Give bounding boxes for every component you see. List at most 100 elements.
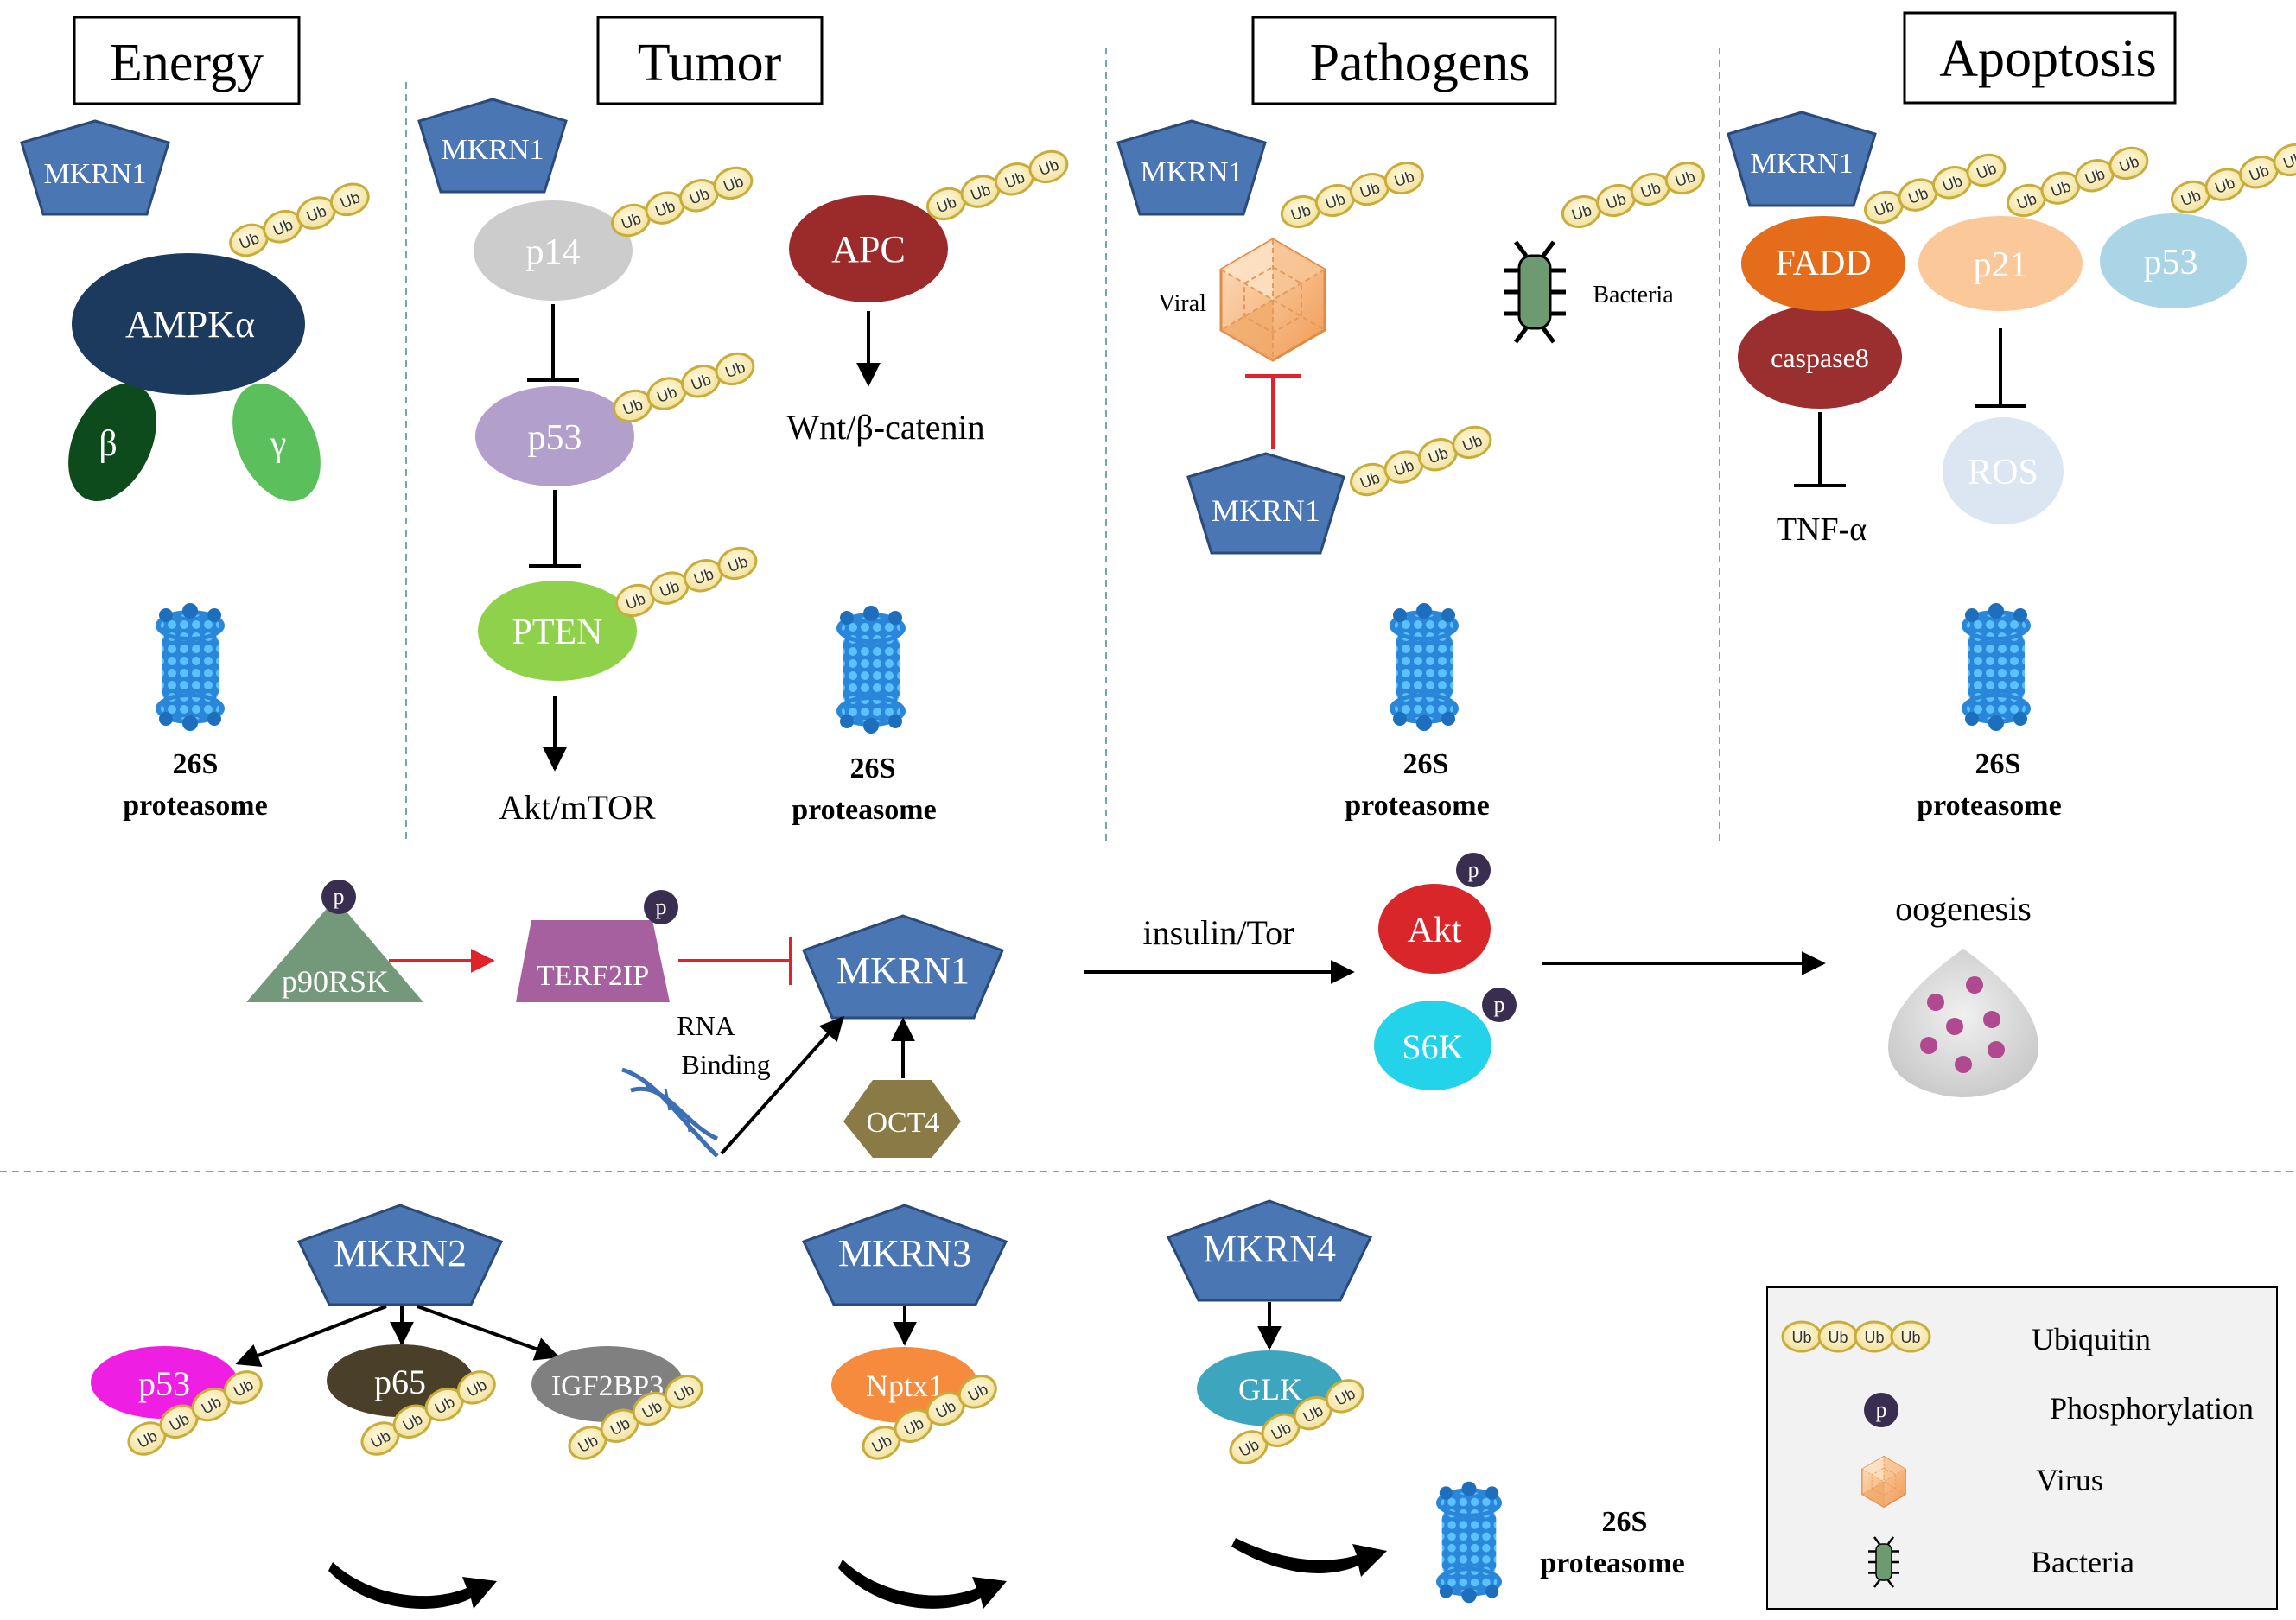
svg-text:Nptx1: Nptx1: [866, 1369, 944, 1403]
mkrn1-pathogens: [1116, 119, 1267, 216]
svg-text:26S: 26S: [850, 753, 896, 785]
ub-bead: [1890, 1320, 1931, 1353]
svg-text:p53: p53: [138, 1364, 190, 1403]
svg-text:MKRN1: MKRN1: [836, 950, 970, 992]
panel-title-energy: Energy: [110, 34, 264, 92]
apc: [789, 195, 948, 302]
mkrn1-apoptosis: [1727, 111, 1877, 207]
svg-text:Ubiquitin: Ubiquitin: [2032, 1322, 2151, 1356]
ub-bead: [329, 182, 370, 217]
pten: [478, 581, 637, 681]
svg-text:26S: 26S: [1975, 748, 2021, 780]
regulation-row: p90RSK p TERF2IP p MKRN1 RNA Binding OCT…: [246, 853, 2038, 1158]
svg-text:Akt: Akt: [1408, 911, 1462, 950]
virus-icon: [1219, 238, 1326, 362]
ub-bead: [1664, 162, 1705, 195]
svg-text:S6K: S6K: [1402, 1027, 1463, 1066]
svg-text:26S: 26S: [173, 748, 219, 780]
proteasome-icon: [836, 606, 906, 734]
svg-text:p53: p53: [528, 418, 582, 458]
degradation-arrows: [328, 1538, 1387, 1609]
svg-text:β: β: [99, 424, 117, 464]
fadd: [1741, 216, 1905, 311]
svg-text:TERF2IP: TERF2IP: [537, 960, 649, 992]
svg-text:Phosphorylation: Phosphorylation: [2050, 1391, 2254, 1426]
svg-text:MKRN1: MKRN1: [1212, 493, 1320, 528]
p53-apoptosis: [2100, 213, 2247, 308]
svg-text:MKRN2: MKRN2: [334, 1232, 467, 1274]
svg-text:MKRN1: MKRN1: [1140, 156, 1243, 188]
svg-text:Virus: Virus: [2036, 1463, 2103, 1497]
svg-text:MKRN4: MKRN4: [1203, 1228, 1336, 1270]
ub-label: Ub: [1791, 1329, 1811, 1346]
oocyte-icon: [1888, 949, 2038, 1097]
terf2ip: [516, 920, 670, 1002]
ub-label: Ub: [1828, 1329, 1848, 1346]
svg-text:caspase8: caspase8: [1771, 342, 1869, 373]
ub-bead: [717, 546, 758, 581]
bacteria-icon: [1504, 242, 1566, 342]
svg-text:MKRN3: MKRN3: [838, 1232, 971, 1274]
svg-text:p: p: [656, 894, 667, 919]
svg-text:MKRN1: MKRN1: [1750, 148, 1853, 180]
svg-text:Bacteria: Bacteria: [1593, 282, 1674, 308]
svg-text:proteasome: proteasome: [1540, 1547, 1684, 1579]
proteasome-icon: [156, 603, 225, 731]
ros: [1943, 417, 2064, 524]
svg-text:AMPKα: AMPKα: [125, 303, 255, 346]
svg-text:PTEN: PTEN: [512, 613, 603, 652]
p53-tumor: [475, 386, 634, 486]
mkrn3: [801, 1204, 1008, 1306]
svg-text:Viral: Viral: [1158, 290, 1206, 317]
dna-icon: [621, 1067, 719, 1158]
svg-text:p14: p14: [526, 232, 581, 272]
svg-text:proteasome: proteasome: [1345, 790, 1489, 822]
ub-bead: [664, 1375, 703, 1409]
proteasome-icon: [1436, 1481, 1502, 1604]
svg-text:p: p: [1494, 992, 1505, 1017]
svg-text:Binding: Binding: [681, 1049, 770, 1080]
svg-text:TNF-α: TNF-α: [1777, 511, 1867, 548]
svg-text:MKRN1: MKRN1: [441, 134, 544, 166]
ub-bead: [1325, 1379, 1364, 1414]
caspase8: [1738, 305, 1902, 409]
svg-text:proteasome: proteasome: [1917, 790, 2061, 822]
svg-text:FADD: FADD: [1775, 244, 1871, 283]
proteasome-icon: [1390, 603, 1459, 731]
ub-bead: [2108, 146, 2149, 181]
svg-text:26S: 26S: [1403, 748, 1449, 780]
ub-bead: [2273, 143, 2296, 177]
ub-label: Ub: [1900, 1329, 1920, 1346]
svg-text:Wnt/β-catenin: Wnt/β-catenin: [786, 408, 984, 447]
svg-text:insulin/Tor: insulin/Tor: [1143, 913, 1294, 952]
ub-bead: [1028, 149, 1069, 184]
mkrn1-tumor: [417, 98, 568, 194]
ub-label: Ub: [2281, 149, 2296, 173]
svg-text:OCT4: OCT4: [867, 1107, 940, 1139]
svg-text:proteasome: proteasome: [792, 794, 936, 826]
akt: [1378, 884, 1491, 974]
svg-text:Akt/mTOR: Akt/mTOR: [499, 788, 656, 827]
svg-text:p: p: [1876, 1397, 1887, 1422]
ub-bead: [957, 1375, 997, 1409]
svg-text:ROS: ROS: [1968, 453, 2038, 492]
beta-subunit: [68, 384, 156, 501]
svg-text:p: p: [334, 884, 345, 909]
oct4: [843, 1080, 961, 1158]
svg-text:APC: APC: [831, 228, 906, 270]
svg-text:p: p: [1468, 857, 1479, 882]
svg-text:26S: 26S: [1602, 1506, 1648, 1538]
svg-text:p90RSK: p90RSK: [282, 964, 389, 999]
